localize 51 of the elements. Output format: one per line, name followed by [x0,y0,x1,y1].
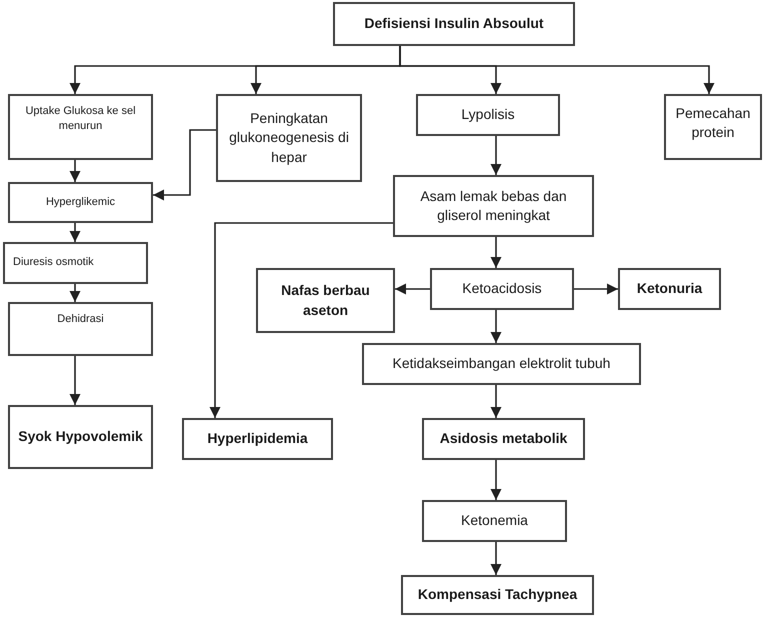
arrow [69,356,81,405]
process-box [256,268,395,333]
node-label: Hyperlipidemia [207,429,308,448]
arrow [153,129,216,201]
arrow [399,46,715,94]
arrow [574,283,618,295]
arrow [490,460,502,500]
arrow [490,310,502,343]
node-label: Nafas berbau aseton [280,281,371,320]
process-box [393,175,594,237]
node-label: Peningkatan glukoneogenesis di hepar [228,109,350,167]
node-label: Ketidakseimbangan elektrolit tubuh [392,354,610,374]
process-box [618,268,721,310]
node-label: Syok Hypovolemik [18,427,143,446]
process-box [8,405,153,469]
arrow [490,385,502,418]
node-label: Dehidrasi [57,312,104,327]
process-box [362,343,641,385]
process-box [8,94,153,160]
node-label: Asidosis metabolik [440,429,568,448]
process-box [216,94,362,182]
node-label: Defisiensi Insulin Absoulut [364,14,544,34]
arrow [490,237,502,268]
process-box [8,182,153,223]
arrow [395,283,430,295]
process-box [8,302,153,356]
process-box [416,94,560,136]
node-label: Ketoacidosis [462,279,542,298]
node-label: Diuresis osmotik [13,255,94,270]
process-box [182,418,333,460]
process-box [430,268,574,310]
node-label: Kompensasi Tachypnea [418,585,578,604]
node-label: Lypolisis [461,105,515,124]
node-label: Asam lemak bebas dan gliserol meningkat [419,186,568,225]
arrow [69,284,81,302]
process-box [422,500,567,542]
node-label: Pemecahan protein [674,104,752,142]
node-label: Uptake Glukosa ke sel menurun [24,104,137,134]
arrow [69,160,81,182]
process-box [333,2,575,46]
arrow [490,542,502,575]
process-box [422,418,585,460]
process-box [3,242,148,284]
process-box [664,94,762,160]
node-label: Ketonemia [461,511,528,530]
arrow [490,136,502,175]
node-label: Ketonuria [636,279,702,298]
process-box [401,575,594,615]
arrow [69,223,81,242]
arrow [209,222,393,418]
node-label: Hyperglikemic [46,194,116,210]
